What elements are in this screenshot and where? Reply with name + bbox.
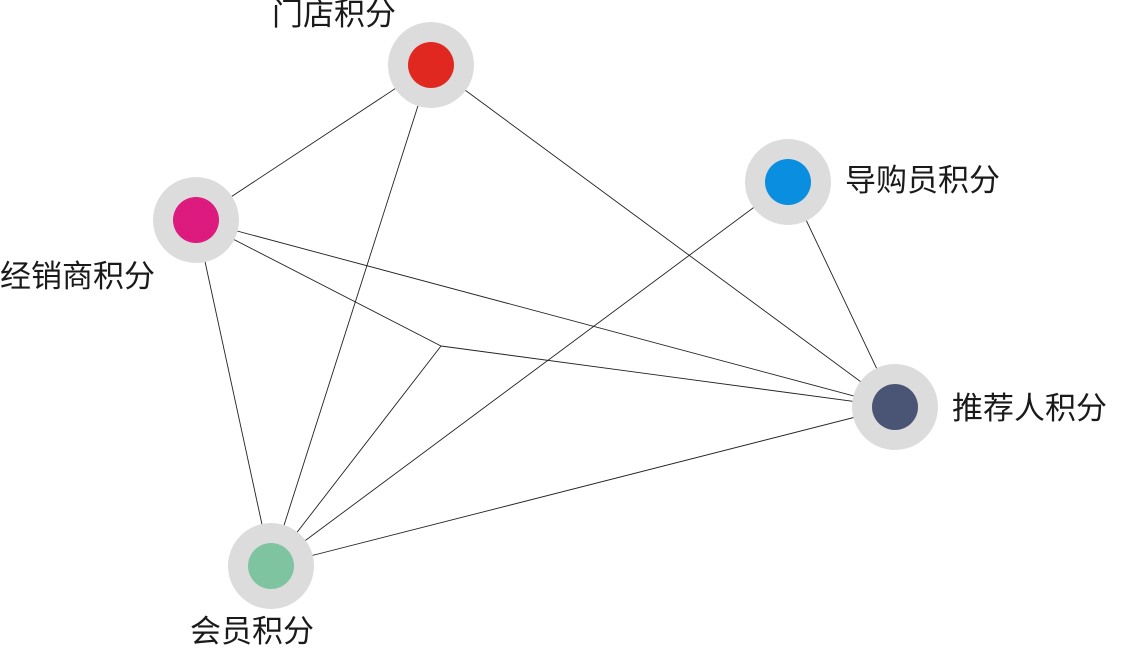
node-dealer-dot [173,197,219,243]
node-guide [745,139,831,225]
node-guide-label: 导购员积分 [845,163,1000,199]
node-member-label: 会员积分 [190,614,314,649]
edge-dealer-center [195,219,442,347]
node-dealer-label: 经销商积分 [0,259,155,295]
edge-member-referrer [270,406,896,567]
edge-dealer-member [195,219,272,567]
edge-store-referrer [430,64,896,408]
edge-store-member [270,64,432,567]
node-store-label: 门店积分 [272,0,396,33]
node-referrer-dot [872,384,918,430]
node-store-dot [408,42,454,88]
node-member-dot [248,543,294,589]
node-referrer-label: 推荐人积分 [952,391,1107,427]
edge-dealer-referrer [195,219,896,408]
node-referrer [852,364,938,450]
edge-center-referrer [440,345,896,408]
edge-guide-member [270,181,789,567]
node-guide-dot [765,159,811,205]
node-store [388,22,474,108]
node-dealer [153,177,239,263]
node-member [228,523,314,609]
edge-store-dealer [195,64,432,221]
edge-center-member [270,345,442,567]
